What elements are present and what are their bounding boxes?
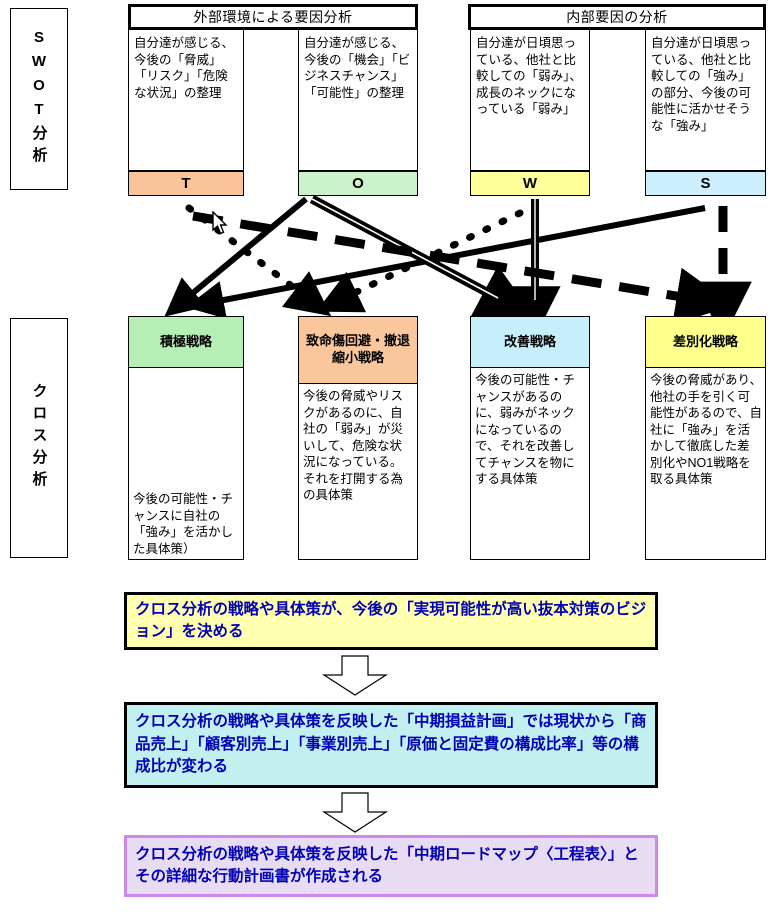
swot-body-t-text: 自分達が感じる、今後の「脅威」「リスク」「危険な状況」の整理	[134, 36, 235, 100]
swot-key-w: W	[470, 171, 590, 196]
swot-key-s-label: S	[700, 175, 711, 192]
row-label-cross-text: クロス分析	[30, 383, 48, 493]
flow-arrow-profit-to-roadmap	[321, 792, 389, 833]
cross-title-fatal-avoid-label: 致命傷回避・撤退縮小戦略	[305, 333, 410, 365]
swot-body-s-text: 自分達が日頃思っている、他社と比較しての「強み」の部分、今後の可能性に活かせそう…	[651, 36, 752, 133]
swot-key-o-label: O	[352, 175, 364, 192]
swot-key-w-label: W	[522, 175, 538, 192]
cross-body-positive-text: 今後の可能性・チャンスに自社の「強み」を活かした具体策）	[133, 492, 234, 556]
connector-o-to-improve	[309, 195, 536, 319]
swot-body-w: 自分達が日頃思っている、他社と比較しての「弱み」、成長のネックになっている「弱み…	[470, 30, 590, 171]
cross-body-fatal-avoid: 今後の脅威やリスクがあるのに、自社の「弱み」が災いして、危険な状況になっている。…	[298, 384, 418, 560]
section-header-internal-label: 内部要因の分析	[566, 9, 668, 25]
section-header-internal: 内部要因の分析	[468, 4, 766, 30]
swot-key-t: T	[128, 171, 244, 196]
swot-body-s: 自分達が日頃思っている、他社と比較しての「強み」の部分、今後の可能性に活かせそう…	[645, 30, 766, 171]
cross-body-positive: 今後の可能性・チャンスに自社の「強み」を活かした具体策）	[128, 368, 244, 560]
connector-o-to-positive	[164, 196, 308, 317]
banner-vision: クロス分析の戦略や具体策が、今後の「実現可能性が高い抜本対策のビジョン」を決める	[124, 592, 658, 650]
cross-title-positive-label: 積極戦略	[159, 333, 212, 349]
cross-body-improve: 今後の可能性・チャンスがあるのに、弱みがネックになっているので、それを改善してチ…	[470, 368, 590, 560]
swot-body-o: 自分達が感じる、今後の「機会」「ビジネスチャンス」「可能性」の整理	[298, 30, 418, 171]
section-header-external: 外部環境による要因分析	[128, 4, 418, 30]
flow-arrow-vision-to-profit	[321, 655, 389, 696]
banner-vision-text: クロス分析の戦略や具体策が、今後の「実現可能性が高い抜本対策のビジョン」を決める	[135, 600, 647, 640]
cross-title-fatal-avoid: 致命傷回避・撤退縮小戦略	[298, 316, 418, 384]
section-header-external-label: 外部環境による要因分析	[193, 9, 353, 25]
cross-title-positive: 積極戦略	[128, 316, 244, 368]
banner-profit-plan: クロス分析の戦略や具体策を反映した「中期損益計画」では現状から「商品売上」「顧客…	[124, 702, 658, 788]
banner-roadmap-text: クロス分析の戦略や具体策を反映した「中期ロードマップ〈工程表〉」とその詳細な行動…	[135, 845, 639, 885]
banner-profit-plan-text: クロス分析の戦略や具体策を反映した「中期損益計画」では現状から「商品売上」「顧客…	[135, 713, 647, 776]
banner-roadmap: クロス分析の戦略や具体策を反映した「中期ロードマップ〈工程表〉」とその詳細な行動…	[124, 835, 658, 897]
swot-body-t: 自分達が感じる、今後の「脅威」「リスク」「危険な状況」の整理	[128, 30, 244, 171]
swot-key-t-label: T	[181, 175, 191, 192]
mouse-cursor-icon	[212, 211, 228, 235]
row-label-cross: クロス分析	[10, 318, 68, 558]
swot-body-o-text: 自分達が感じる、今後の「機会」「ビジネスチャンス」「可能性」の整理	[304, 36, 411, 100]
connector-w-to-fatal-avoid	[316, 209, 524, 313]
row-label-swot-text: SWOT分析	[30, 29, 48, 169]
row-label-swot: SWOT分析	[10, 8, 68, 190]
swot-key-o: O	[298, 171, 418, 196]
cross-title-differentiation: 差別化戦略	[645, 316, 766, 368]
swot-key-s: S	[645, 171, 766, 196]
cross-title-differentiation-label: 差別化戦略	[672, 333, 738, 349]
cross-body-differentiation: 今後の脅威があり、他社の手を引く可能性があるので、自社に「強み」を活かして徹底し…	[645, 368, 766, 560]
cross-title-improve-label: 改善戦略	[503, 333, 556, 349]
cross-body-improve-text: 今後の可能性・チャンスがあるのに、弱みがネックになっているので、それを改善してチ…	[475, 373, 576, 486]
cross-body-differentiation-text: 今後の脅威があり、他社の手を引く可能性があるので、自社に「強み」を活かして徹底し…	[650, 373, 763, 486]
swot-body-w-text: 自分達が日頃思っている、他社と比較しての「弱み」、成長のネックになっている「弱み…	[476, 36, 582, 116]
connector-t-to-fatal-avoid	[185, 204, 332, 317]
connector-t-to-differentiation	[192, 211, 734, 325]
cross-title-improve: 改善戦略	[470, 316, 590, 368]
connector-s-to-positive	[185, 205, 706, 319]
cross-body-fatal-avoid-text: 今後の脅威やリスクがあるのに、自社の「弱み」が災いして、危険な状況になっている。…	[303, 389, 404, 502]
